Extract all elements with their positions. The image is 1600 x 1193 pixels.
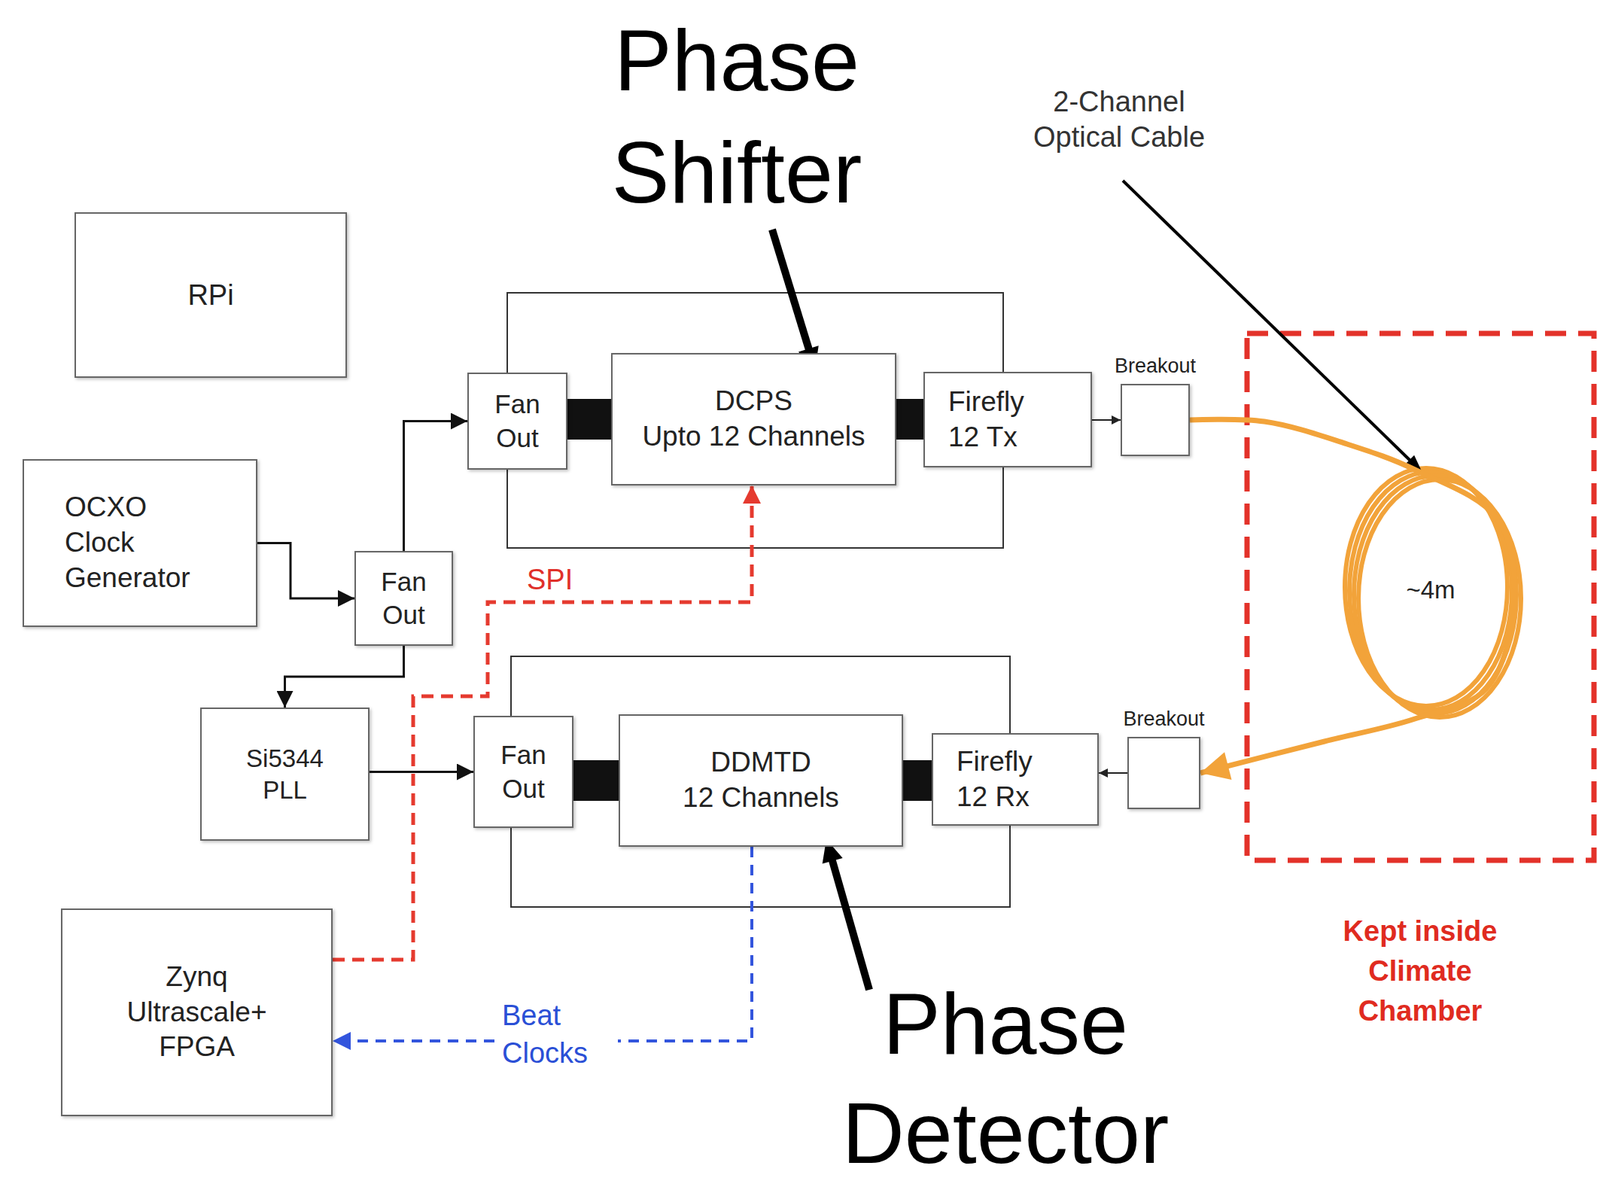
transmitter-box: Firefly 12 Tx xyxy=(923,371,1093,468)
phase-detector-box: DDMTD12 Channels xyxy=(618,714,904,847)
clock-wire xyxy=(404,421,469,552)
climate-chamber-region xyxy=(1247,333,1594,861)
node-text: Fan Out xyxy=(480,387,556,455)
phase-shifter-box: DCPSUpto 12 Channels xyxy=(611,352,897,486)
node-text: Firefly 12 Rx xyxy=(956,744,1059,816)
text-holder: Fan Out xyxy=(480,387,556,455)
node-text: 12 Channels xyxy=(682,780,840,816)
node-text: Upto 12 Channels xyxy=(641,419,865,455)
signal-wire xyxy=(1098,772,1128,774)
signal-wire xyxy=(1092,419,1121,421)
node-text: Si5344 PLL xyxy=(232,742,338,807)
fpga-box: Zynq Ultrascale+ FPGA xyxy=(60,908,333,1117)
callout-label: 2-Channel Optical Cable xyxy=(1021,84,1217,156)
breakout-box: Breakout xyxy=(1127,736,1201,810)
region-note: Kept inside Climate Chamber xyxy=(1333,911,1507,1032)
callout-title: Phase Shifter xyxy=(586,4,888,229)
node-heading: Breakout xyxy=(1122,707,1205,731)
oscillator-box: OCXO Clock Generator xyxy=(22,459,258,627)
text-holder: Fan Out xyxy=(486,738,562,806)
text-holder: Firefly 12 Tx xyxy=(948,384,1050,456)
signal-label: Beat Clocks xyxy=(498,996,618,1072)
signal-label: SPI xyxy=(523,560,576,599)
fanout-box: Fan Out xyxy=(354,550,454,646)
node-text: RPi xyxy=(187,276,234,314)
node-text: OCXO Clock Generator xyxy=(64,489,216,597)
text-holder: Zynq Ultrascale+ FPGA xyxy=(106,959,288,1066)
node-text: Fan Out xyxy=(366,565,442,633)
leader-line xyxy=(831,857,870,990)
text-holder: Fan Out xyxy=(366,565,442,633)
board-connector xyxy=(903,760,932,801)
length-label: ~4m xyxy=(1393,574,1469,606)
node-text: Fan Out xyxy=(486,738,562,806)
text-holder: Firefly 12 Rx xyxy=(956,744,1059,816)
board-connector xyxy=(567,398,612,440)
text-holder: Si5344 PLL xyxy=(232,742,338,807)
node-heading: Breakout xyxy=(1114,354,1196,378)
breakout-box: Breakout xyxy=(1120,383,1190,457)
clock-wire xyxy=(285,645,405,708)
pll-box: Si5344 PLL xyxy=(200,707,370,841)
computer-box: RPi xyxy=(74,212,347,378)
node-text: Zynq Ultrascale+ FPGA xyxy=(106,959,288,1066)
board-connector xyxy=(573,760,619,801)
leader-line xyxy=(772,229,810,353)
text-holder: DDMTD12 Channels xyxy=(682,745,840,816)
text-holder: RPi xyxy=(187,276,234,314)
clock-wire xyxy=(257,543,355,600)
receiver-box: Firefly 12 Rx xyxy=(931,733,1099,826)
optical-cable xyxy=(1189,419,1515,773)
node-text: DDMTD xyxy=(710,745,812,781)
node-text: DCPS xyxy=(714,383,793,420)
fanout-box: Fan Out xyxy=(467,372,568,470)
callout-title: Phase Detector xyxy=(824,969,1187,1188)
node-text: Firefly 12 Tx xyxy=(948,384,1050,456)
clock-wire xyxy=(369,770,474,773)
fanout-box: Fan Out xyxy=(473,715,574,828)
board-connector xyxy=(896,398,924,440)
text-holder: DCPSUpto 12 Channels xyxy=(641,383,865,455)
text-holder: OCXO Clock Generator xyxy=(64,489,216,597)
